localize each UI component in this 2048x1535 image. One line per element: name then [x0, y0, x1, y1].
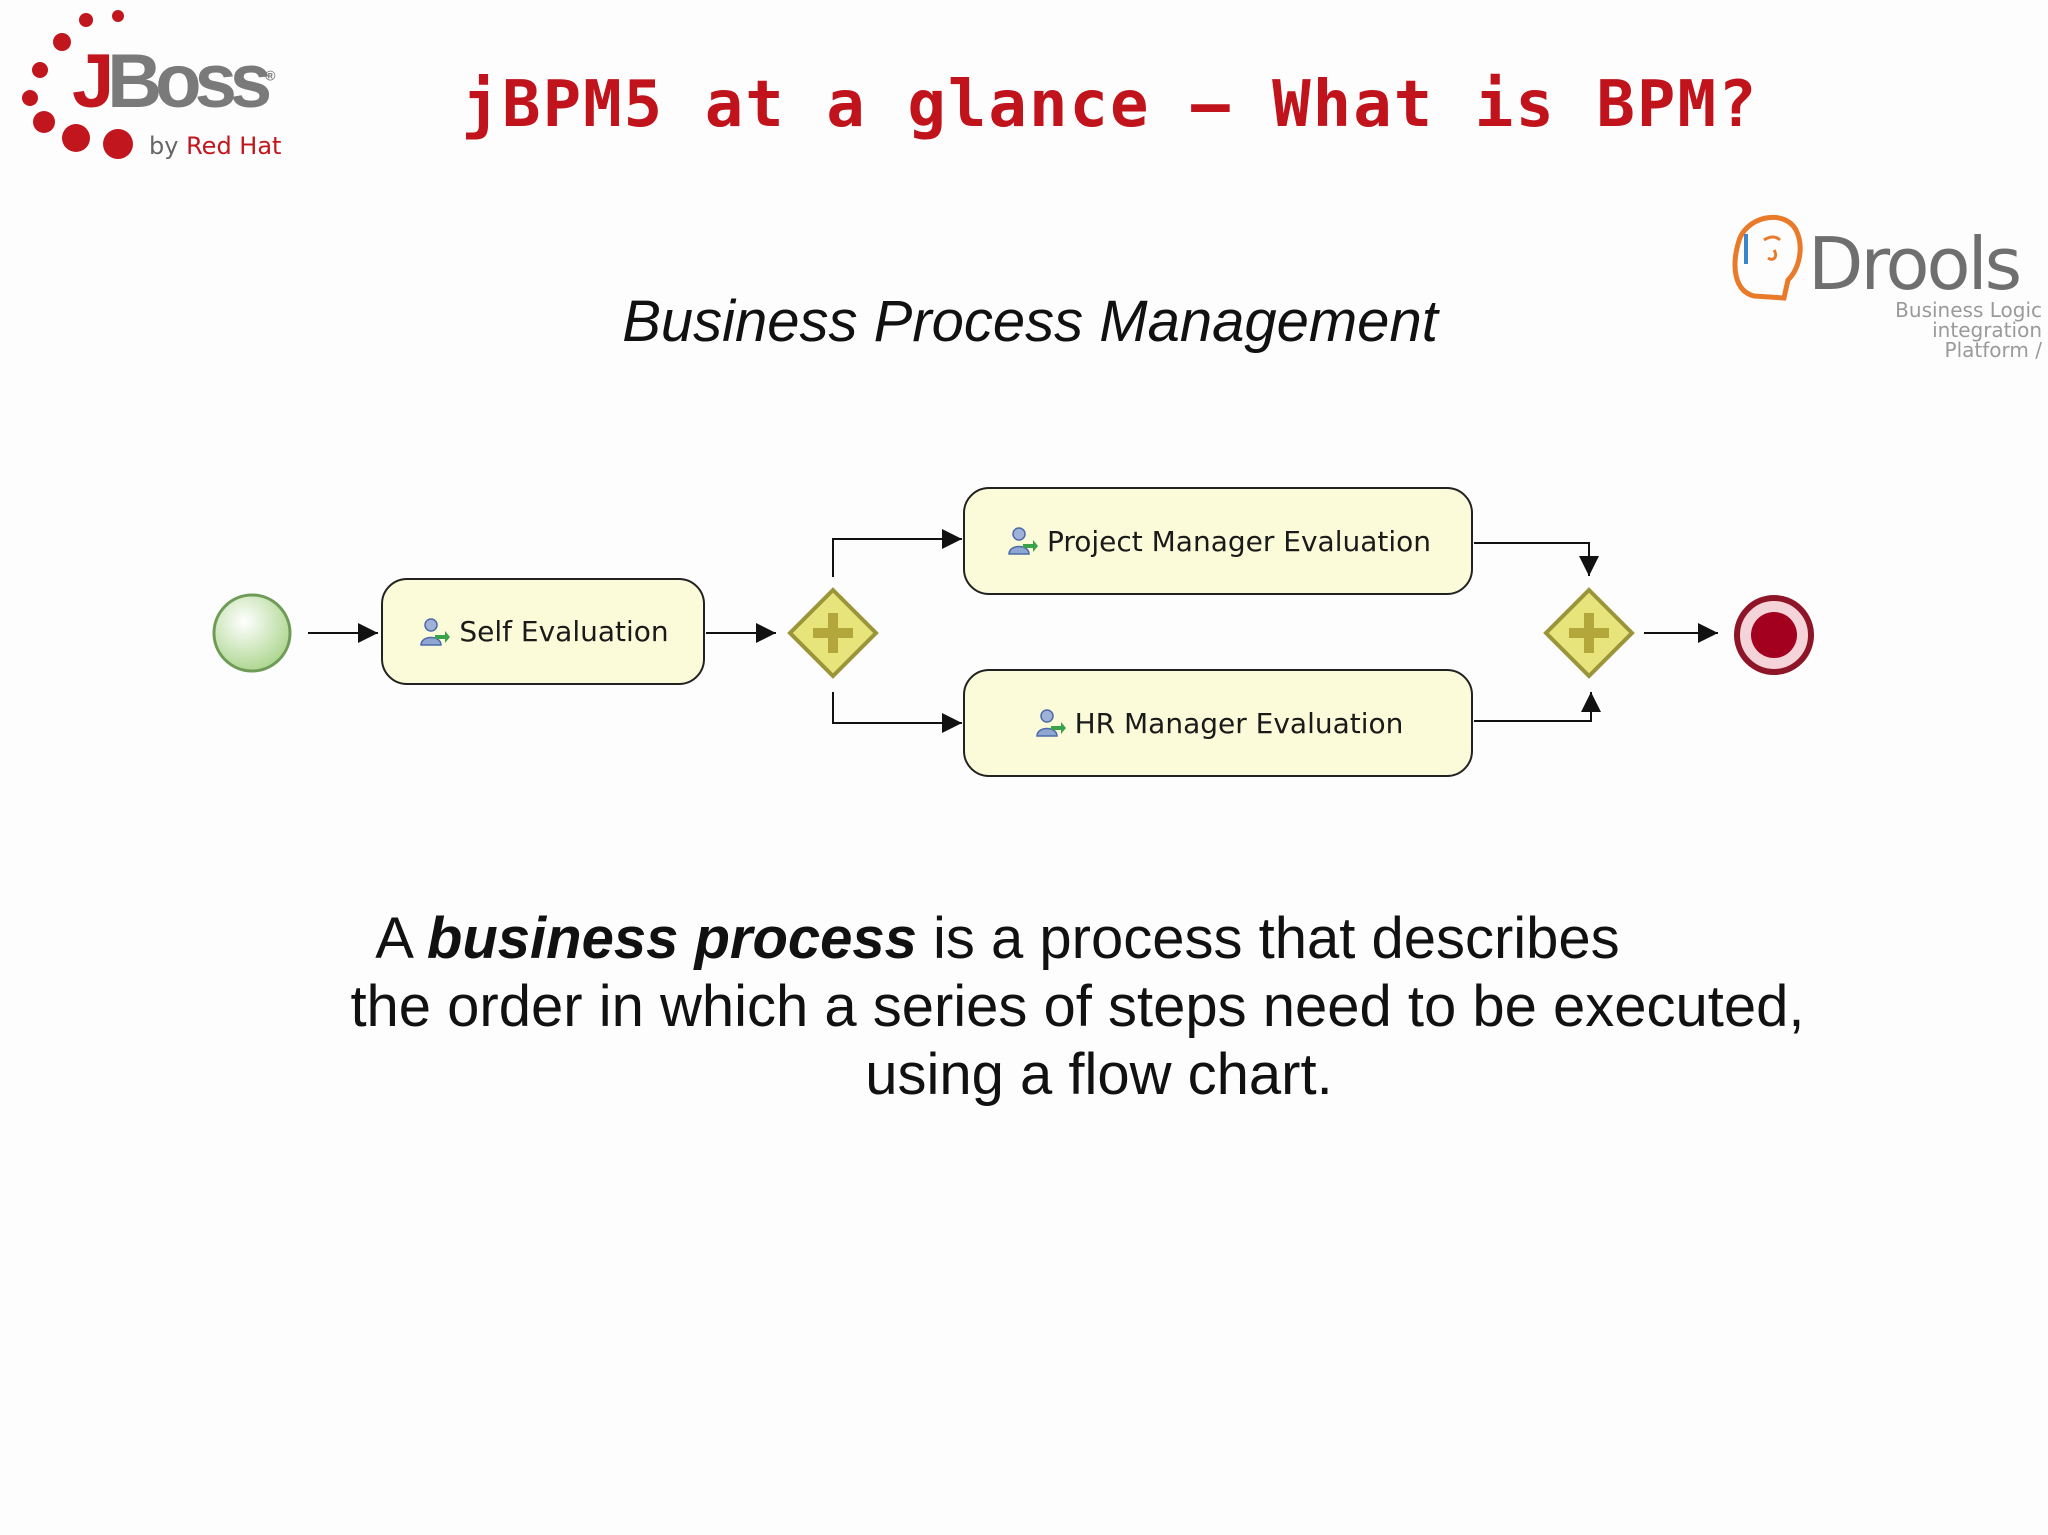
user-task-icon [1035, 709, 1066, 737]
jboss-letter-j: J [72, 39, 114, 124]
drools-tagline-2: integration [1932, 318, 2042, 342]
parallel-gateway-join-icon [1543, 587, 1635, 679]
task-hr-manager-evaluation[interactable]: HR Manager Evaluation [963, 669, 1473, 777]
jboss-logo: JBoss® by Red Hat [14, 8, 314, 178]
jboss-letters: Boss [107, 39, 272, 124]
flow-split-to-hr [832, 692, 962, 733]
jboss-wordmark: JBoss® [72, 38, 275, 125]
task-self-evaluation[interactable]: Self Evaluation [381, 578, 705, 685]
definition-text: A business process is a process that des… [220, 905, 1970, 1109]
user-task-icon [1008, 527, 1038, 555]
byline-brand: Red Hat [186, 132, 282, 160]
definition-line-3: using a flow chart. [865, 1042, 1333, 1107]
task-project-manager-evaluation[interactable]: Project Manager Evaluation [963, 487, 1473, 595]
definition-line-2: the order in which a series of steps nee… [350, 974, 1805, 1039]
drools-head-icon [1732, 214, 1803, 301]
task-label: Project Manager Evaluation [1046, 524, 1432, 558]
flow-hr-to-join [1474, 692, 1601, 722]
subtitle: Business Process Management [622, 289, 1438, 354]
registered-mark: ® [265, 67, 276, 84]
drools-tagline-1: Business Logic [1895, 298, 2042, 322]
drools-wordmark: Drools [1808, 222, 2022, 306]
task-label: Self Evaluation [459, 615, 669, 648]
start-event-icon [212, 593, 292, 673]
byline-prefix: by [149, 132, 187, 160]
definition-emphasis: business process [426, 906, 917, 971]
drools-logo: Drools Business Logic integration Platfo… [1718, 200, 2048, 370]
definition-prefix: A [375, 906, 427, 971]
user-task-icon [420, 617, 451, 646]
end-event-icon [1734, 595, 1814, 675]
jboss-byline: by Red Hat [149, 132, 281, 160]
task-label: HR Manager Evaluation [1074, 706, 1404, 740]
jboss-dots-icon [22, 10, 133, 159]
drools-tagline-3: Platform / [1944, 338, 2042, 362]
slide-title: jBPM5 at a glance – What is BPM? [461, 68, 1759, 142]
flow-split-to-pm [832, 529, 962, 577]
definition-line-1: A business process is a process that des… [220, 905, 1970, 973]
parallel-gateway-split-icon [787, 587, 879, 679]
definition-suffix: is a process that describes [916, 906, 1620, 971]
flow-pm-to-join [1474, 542, 1599, 576]
